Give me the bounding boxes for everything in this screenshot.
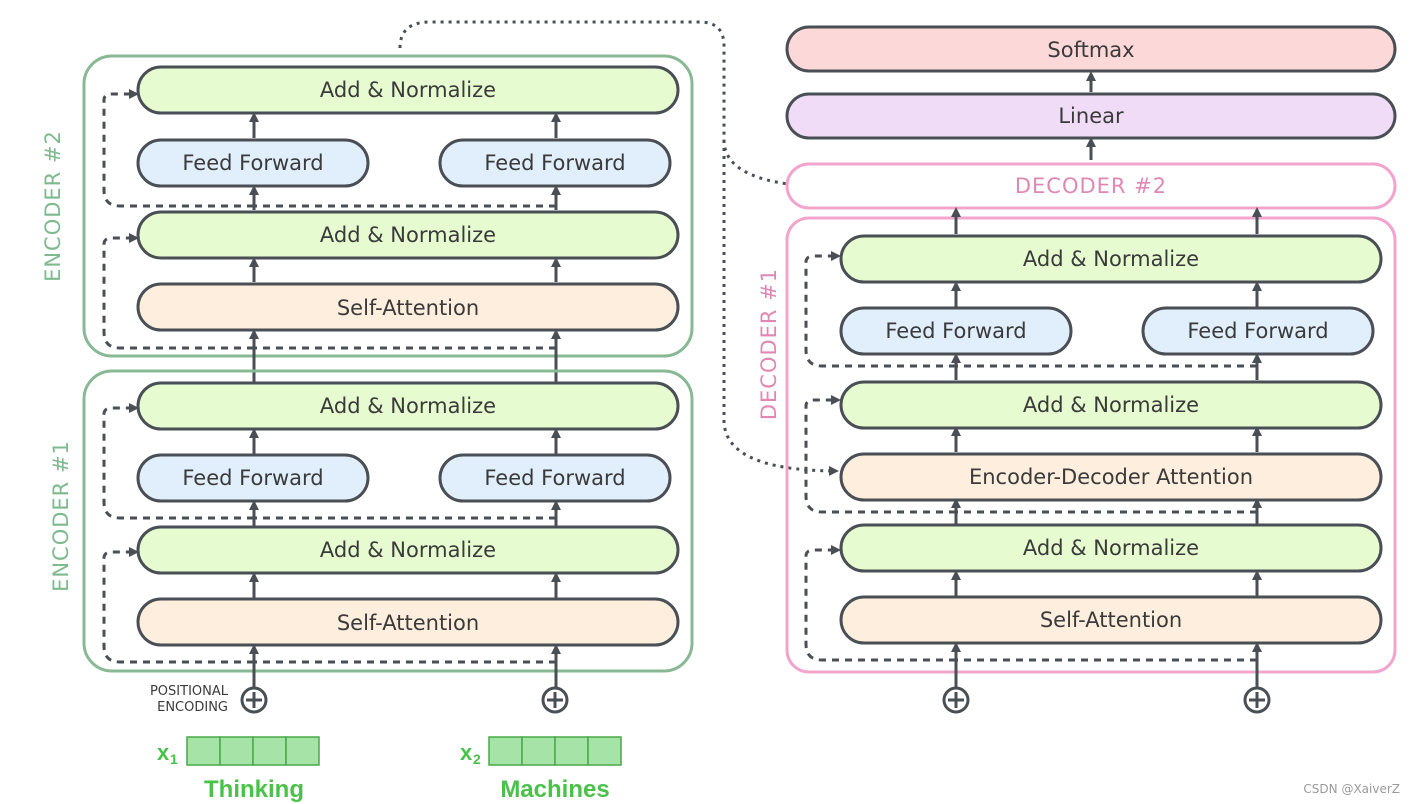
encoder-1-self-attention xyxy=(136,597,680,647)
encoder-2-ff-right-label: Feed Forward xyxy=(484,151,625,175)
encoder-1-add-norm-bottom-label: Add & Normalize xyxy=(320,538,496,562)
encoder-1-self-attention-label: Self-Attention xyxy=(337,611,479,635)
plus-circle-icon xyxy=(1243,686,1271,714)
decoder-1-self-attention-label: Self-Attention xyxy=(1040,608,1182,632)
encoder-2-frame xyxy=(82,54,694,358)
decoder-1-ff-right xyxy=(1141,306,1375,356)
decoder-1-label: DECODER #1 xyxy=(757,268,781,420)
linear-label: Linear xyxy=(1058,104,1124,128)
plus-circle-icon xyxy=(942,686,970,714)
decoder-2-block xyxy=(785,162,1397,210)
embedding-x1: x 1 xyxy=(157,736,320,767)
decoder-1-enc-dec-attention-label: Encoder-Decoder Attention xyxy=(969,465,1253,489)
encoder-1-add-norm-top xyxy=(136,381,680,431)
decoder-1-self-attention xyxy=(839,595,1383,645)
decoder-1-frame xyxy=(785,216,1397,674)
decoder-1-ff-right-label: Feed Forward xyxy=(1187,319,1328,343)
positional-label-line1: POSITIONAL xyxy=(150,684,229,699)
encoder-1-add-norm-top-label: Add & Normalize xyxy=(320,394,496,418)
decoder-1-add-norm-top xyxy=(839,234,1383,284)
encoder-2-add-norm-top xyxy=(136,65,680,115)
decoder-1-add-norm-mid xyxy=(839,380,1383,430)
encoder-1: ENCODER #1 Add & Normalize Feed Forward … xyxy=(49,369,694,673)
encoder-2-add-norm-bottom-label: Add & Normalize xyxy=(320,223,496,247)
plus-circle-icon xyxy=(240,686,268,714)
plus-circle-icon xyxy=(541,686,569,714)
softmax-label: Softmax xyxy=(1047,38,1134,62)
x1-label: x xyxy=(157,740,170,765)
encoder-1-add-norm-bottom xyxy=(136,525,680,575)
decoder-1: DECODER #1 Add & Normalize Feed Forward … xyxy=(757,207,1397,674)
decoder-1-add-norm-bottom-label: Add & Normalize xyxy=(1023,536,1199,560)
decoder-1-add-norm-top-label: Add & Normalize xyxy=(1023,247,1199,271)
encoder-1-frame xyxy=(82,369,694,673)
encoder-2-add-norm-top-label: Add & Normalize xyxy=(320,78,496,102)
x2-subscript: 2 xyxy=(473,751,481,767)
encoder-output-connection xyxy=(398,20,839,192)
encoder-1-ff-right xyxy=(438,453,672,503)
decoder-2-label: DECODER #2 xyxy=(1015,174,1167,198)
encoder-2-ff-left xyxy=(136,138,370,188)
encoder-2-self-attention xyxy=(136,282,680,332)
encoder-2-add-norm-bottom xyxy=(136,210,680,260)
decoder-1-enc-dec-attention xyxy=(839,452,1383,502)
word-thinking: Thinking xyxy=(204,776,304,803)
encoder-1-ff-right-label: Feed Forward xyxy=(484,466,625,490)
encoder-1-ff-left xyxy=(136,453,370,503)
encoder-2-ff-left-label: Feed Forward xyxy=(182,151,323,175)
encoder-2-self-attention-label: Self-Attention xyxy=(337,296,479,320)
encoder-1-ff-left-label: Feed Forward xyxy=(182,466,323,490)
encoder-1-label: ENCODER #1 xyxy=(49,440,73,592)
decoder-1-add-norm-bottom xyxy=(839,523,1383,573)
x1-subscript: 1 xyxy=(170,751,178,767)
decoder-1-add-norm-mid-label: Add & Normalize xyxy=(1023,393,1199,417)
embedding-x2: x 2 xyxy=(460,736,622,767)
encoder-2-ff-right xyxy=(438,138,672,188)
decoder-1-ff-left xyxy=(839,306,1073,356)
word-machines: Machines xyxy=(500,776,609,803)
decoder-1-ff-left-label: Feed Forward xyxy=(885,319,1026,343)
encoder-2: ENCODER #2 Add & Normalize Feed Forward … xyxy=(41,54,694,358)
positional-label-line2: ENCODING xyxy=(157,700,228,715)
watermark: CSDN @XaiverZ xyxy=(1303,782,1400,796)
encoder-2-label: ENCODER #2 xyxy=(41,130,65,282)
x2-label: x xyxy=(460,740,473,765)
